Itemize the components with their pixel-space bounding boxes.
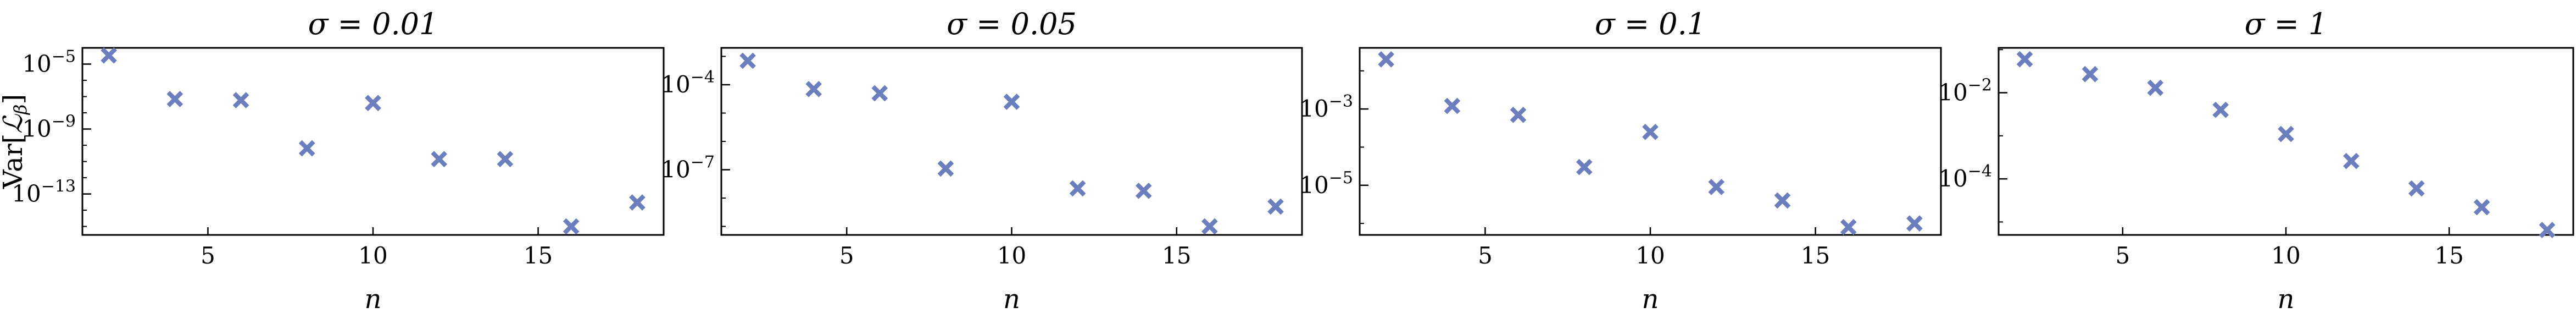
x-axis-label: n bbox=[1642, 284, 1659, 315]
data-point-marker bbox=[1003, 94, 1020, 110]
x-tick-label: 5 bbox=[2115, 242, 2130, 269]
data-point-marker bbox=[1444, 97, 1461, 114]
data-point-marker bbox=[805, 81, 822, 97]
x-axis-label: n bbox=[1003, 284, 1020, 315]
subplot-1: σ = 0.01 5 10 15 10−5 10−9 10−13 n Var[ℒβ] bbox=[0, 7, 665, 315]
x-axis-label: n bbox=[2278, 284, 2295, 315]
data-point-marker bbox=[2212, 101, 2229, 118]
data-point-marker bbox=[1135, 183, 1152, 199]
subplot-title: σ = 0.05 bbox=[947, 7, 1077, 41]
x-tick-label: 15 bbox=[1801, 242, 1830, 269]
data-point-marker bbox=[2147, 79, 2164, 96]
y-tick-label: 10−9 bbox=[22, 112, 76, 142]
y-tick-label: 10−3 bbox=[1299, 92, 1353, 122]
data-point-marker bbox=[298, 140, 315, 157]
data-point-marker bbox=[871, 85, 888, 102]
x-tick-label: 10 bbox=[997, 242, 1026, 269]
data-point-marker bbox=[1201, 218, 1218, 235]
plot-frame bbox=[720, 47, 1303, 236]
plot-frame bbox=[1359, 47, 1942, 236]
y-tick-label: 10−13 bbox=[12, 177, 76, 207]
x-tick-label: 10 bbox=[2271, 242, 2300, 269]
data-point-marker bbox=[1774, 192, 1791, 209]
data-point-marker bbox=[2082, 65, 2099, 83]
subplot-2: σ = 0.05 5 10 15 10−4 10−7 n bbox=[661, 7, 1303, 315]
data-point-marker bbox=[937, 160, 954, 177]
data-point-marker bbox=[563, 218, 580, 235]
data-point-marker bbox=[1840, 219, 1857, 235]
x-axis-label: n bbox=[365, 284, 382, 315]
data-point-marker bbox=[365, 95, 381, 112]
x-tick-label: 5 bbox=[201, 242, 215, 269]
x-tick-label: 5 bbox=[839, 242, 854, 269]
subplot-4: σ = 1 5 10 15 10−2 10−4 n bbox=[1938, 7, 2574, 315]
data-point-marker bbox=[497, 151, 514, 168]
subplot-title: σ = 0.01 bbox=[308, 7, 438, 41]
x-tick-label: 10 bbox=[358, 242, 387, 269]
plot-frame bbox=[81, 47, 665, 236]
data-point-marker bbox=[2016, 51, 2033, 68]
subplot-3: σ = 0.1 5 10 15 10−3 10−5 n bbox=[1299, 7, 1942, 315]
data-point-marker bbox=[1708, 179, 1725, 195]
data-point-marker bbox=[2343, 152, 2360, 169]
y-tick-label: 10−5 bbox=[1299, 168, 1353, 199]
y-tick-label: 10−4 bbox=[1938, 162, 1992, 192]
data-point-marker bbox=[1510, 107, 1527, 123]
subplot-title: σ = 0.1 bbox=[1595, 7, 1706, 41]
y-tick-label: 10−7 bbox=[661, 152, 715, 183]
x-tick-label: 15 bbox=[1162, 242, 1191, 269]
data-point-marker bbox=[1378, 51, 1394, 68]
data-point-marker bbox=[2408, 180, 2425, 197]
data-point-marker bbox=[101, 47, 117, 64]
y-tick-label: 10−5 bbox=[22, 47, 76, 78]
data-point-marker bbox=[1267, 198, 1284, 215]
data-point-marker bbox=[629, 194, 646, 211]
y-axis-label: Var[ℒβ] bbox=[0, 94, 31, 189]
data-point-marker bbox=[431, 151, 448, 168]
x-tick-label: 5 bbox=[1478, 242, 1493, 269]
y-tick-label: 10−4 bbox=[661, 68, 715, 98]
data-point-marker bbox=[166, 91, 183, 107]
data-point-marker bbox=[2539, 222, 2556, 238]
subplot-title: σ = 1 bbox=[2245, 7, 2328, 41]
data-point-marker bbox=[2278, 125, 2294, 142]
x-tick-label: 15 bbox=[2434, 242, 2463, 269]
data-point-marker bbox=[2473, 199, 2490, 216]
data-point-marker bbox=[1642, 124, 1659, 140]
y-tick-label: 10−2 bbox=[1938, 76, 1992, 106]
data-point-marker bbox=[1069, 180, 1086, 197]
data-point-marker bbox=[232, 92, 249, 108]
x-tick-label: 10 bbox=[1635, 242, 1665, 269]
x-tick-label: 15 bbox=[524, 242, 553, 269]
data-point-marker bbox=[1906, 215, 1923, 232]
data-point-marker bbox=[1576, 158, 1593, 176]
data-point-marker bbox=[739, 52, 756, 69]
plot-frame bbox=[1998, 47, 2574, 236]
